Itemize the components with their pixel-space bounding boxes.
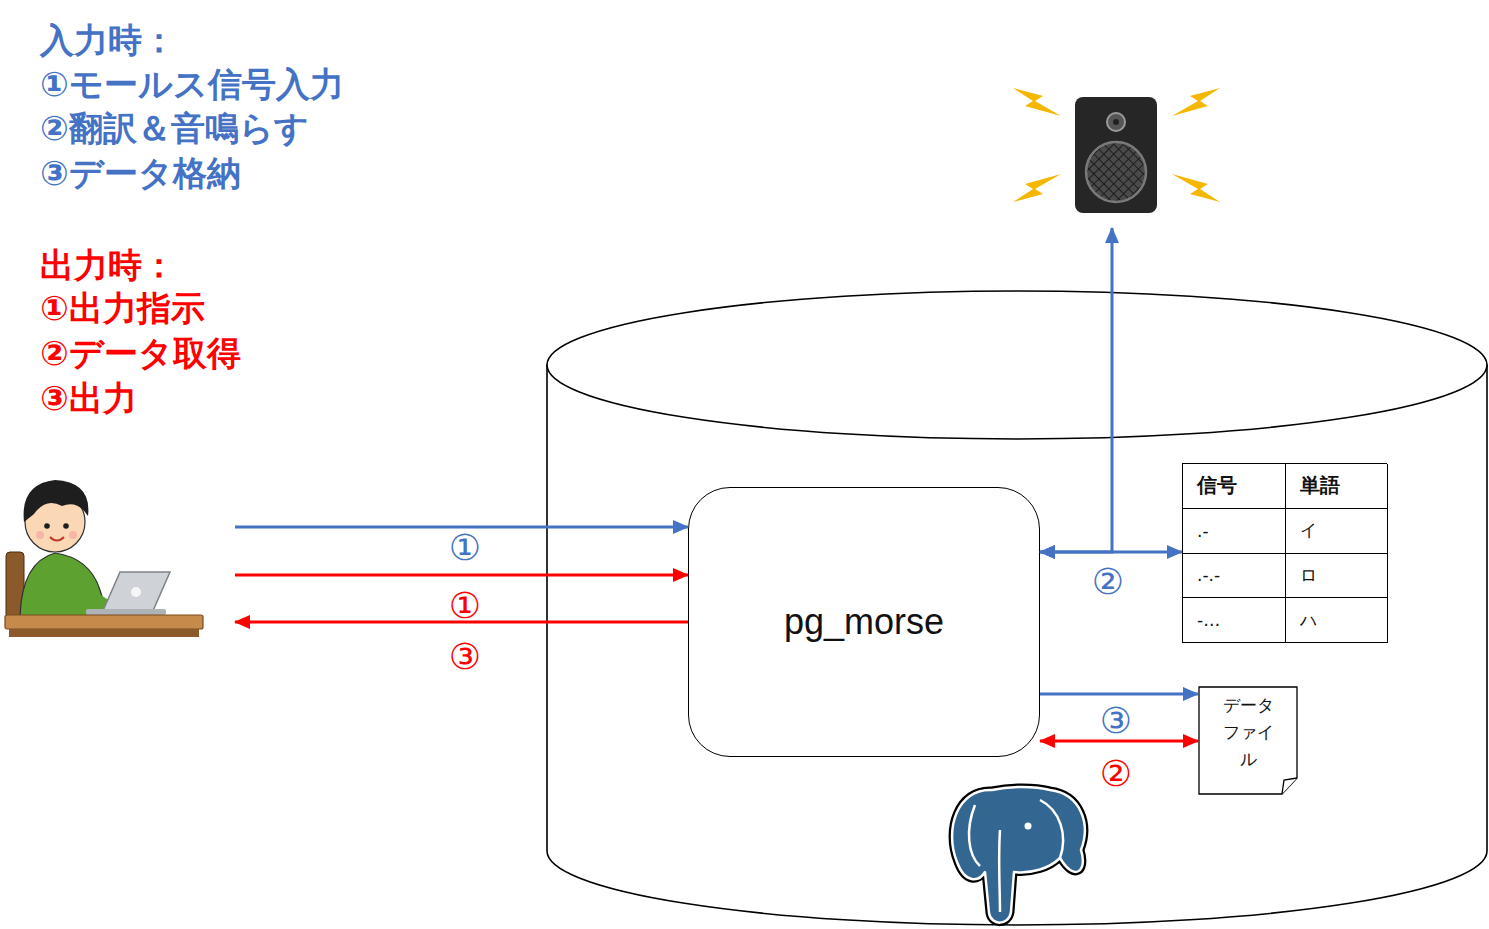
speaker-woofer [1086,142,1146,202]
user-node [0,470,235,645]
section-heading: 入力時： [40,18,176,62]
speaker-illustration [1013,88,1220,213]
sound-bolt [1172,174,1220,202]
step-note: ②データ取得 [40,331,241,375]
flow-arrow [235,526,688,529]
flow-arrow [1040,740,1198,743]
sound-bolt-shape [1013,174,1061,202]
table-header: 信号 [1183,464,1286,509]
laptop-logo [131,587,141,597]
table-grid: 信号単語.-イ.-.-ロ-…ハ [1182,463,1387,643]
step-note: ①出力指示 [40,286,205,330]
callout-number: ① [449,528,481,568]
speaker-tweeter [1107,113,1125,131]
user-hand [106,602,118,614]
speaker-node [1075,97,1157,228]
user-head [25,492,85,552]
user-cheek [36,531,44,539]
elephant-ear [1040,800,1063,858]
elephant-eye [1025,823,1032,830]
flow-arrow [235,574,688,577]
desk-front [9,629,199,637]
desk-top [5,615,203,629]
table-cell: ロ [1286,554,1388,599]
table-cell: -… [1183,598,1286,643]
callout-number: ③ [449,637,481,677]
flow-arrow [1040,551,1182,554]
user-eye [63,523,69,529]
user-smile [50,537,64,541]
data-file: データ ファイ ル [1198,686,1298,795]
table-cell: .- [1183,509,1286,554]
file-label: データ ファイ ル [1215,692,1281,773]
mapping-table: 信号単語.-イ.-.-ロ-…ハ [1182,463,1387,643]
user-eye [44,523,50,529]
sound-bolt-shape [1172,174,1220,202]
laptop-screen [102,572,170,613]
connector-group [235,228,1198,741]
user-hair [24,480,89,522]
sound-bolt-shape [1013,88,1061,116]
flow-arrow [1040,693,1198,696]
sound-bolt [1172,88,1220,116]
step-note: ①モールス信号入力 [40,62,344,106]
step-note: ③データ格納 [40,151,241,195]
speaker-body [1075,97,1157,213]
table-header: 単語 [1286,464,1388,509]
postgresql-logo [952,787,1085,923]
cylinder-top [547,291,1487,439]
callout-number: ① [449,586,481,626]
elephant-ear [969,805,980,866]
user-arm [78,584,110,608]
user-illustration [5,480,203,637]
user-body [20,553,108,616]
flow-arrow [235,621,688,624]
table-cell: ハ [1286,598,1388,643]
laptop-base [86,609,166,615]
document-fold [1282,778,1297,794]
sound-bolt [1013,174,1061,202]
table-cell: .-.- [1183,554,1286,599]
section-heading: 出力時： [40,243,176,287]
elephant-body [952,787,1085,923]
database-cylinder: pg_morse 信号単語.-イ.-.-ロ-…ハデータ ファイ ル [545,290,1489,929]
process-box: pg_morse [688,487,1040,757]
process-label: pg_morse [784,601,944,643]
chair-back [6,552,24,618]
step-note: ②翻訳＆音鳴らす [40,106,309,150]
user-cheek [69,531,77,539]
cylinder-body [547,365,1487,925]
elephant-trunk [998,830,1001,912]
document-body [1199,687,1297,794]
speaker-tweeter-center [1113,119,1119,125]
flow-arrow [1040,228,1112,552]
step-note: ③出力 [40,376,137,420]
sound-bolt-shape [1172,88,1220,116]
elephant-outline [952,787,1085,923]
sound-bolt [1013,88,1061,116]
table-cell: イ [1286,509,1388,554]
